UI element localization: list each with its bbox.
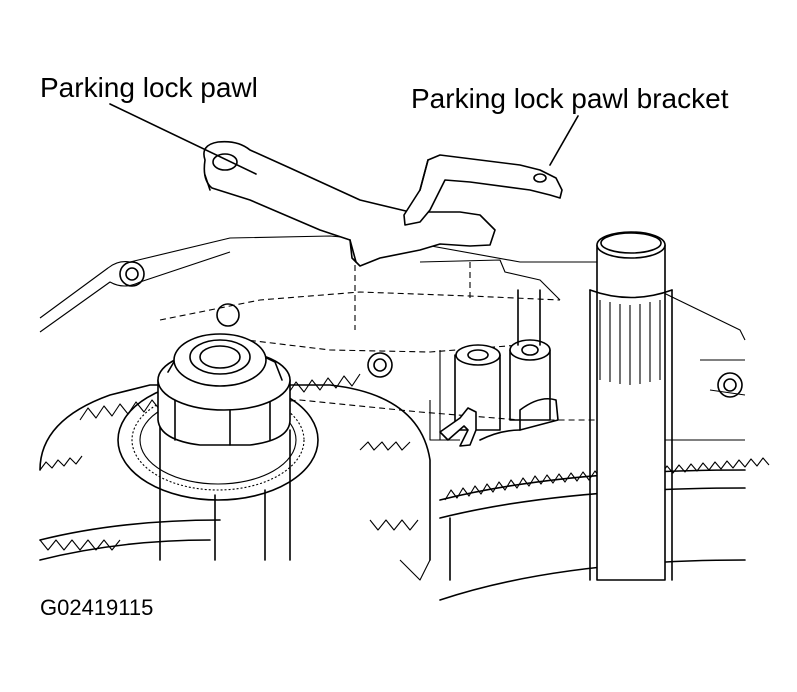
parking-lock-pawl-bracket [404,155,562,225]
lock-nut [158,334,290,445]
transmission-case [40,236,745,440]
parking-lock-pawl-bracket-label: Parking lock pawl bracket [411,83,729,114]
ring-gear [440,458,769,600]
bracket-leader-line [550,116,578,165]
installed-bracket [440,399,558,446]
case-bosses [455,290,550,430]
splined-shaft [590,232,672,580]
pawl-leader-line [110,104,256,174]
figure-id: G02419115 [40,595,154,620]
pinion-gear-stack [40,374,430,580]
parking-lock-pawl-label: Parking lock pawl [40,72,258,103]
parking-lock-pawl [204,142,495,266]
output-shaft [160,420,290,560]
leader-lines [110,104,578,174]
